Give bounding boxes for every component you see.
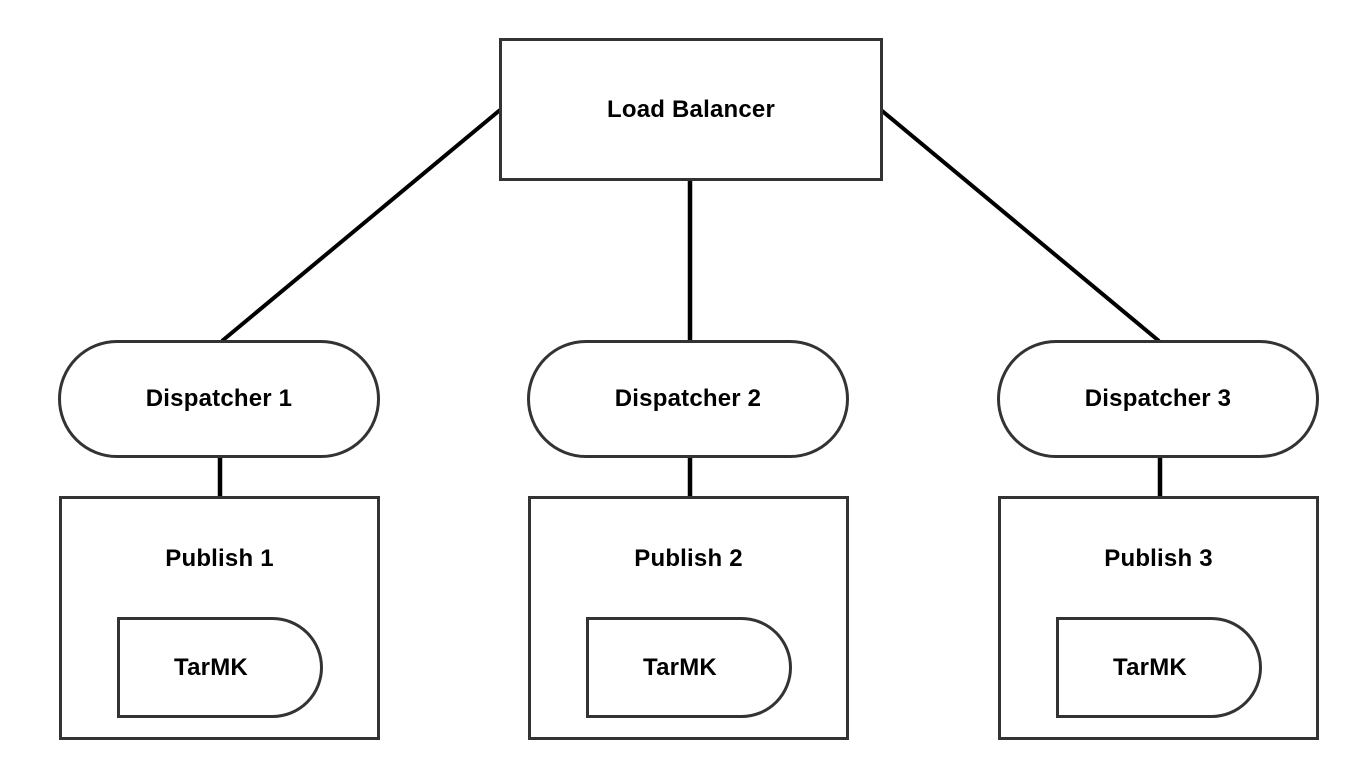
tarmk-3-node: TarMK — [1056, 617, 1262, 718]
edge-loadbalancer-dispatcher3 — [879, 108, 1161, 343]
tarmk-1-label: TarMK — [174, 653, 248, 681]
dispatcher-3-label: Dispatcher 3 — [1084, 385, 1232, 412]
publish-1-label: Publish 1 — [165, 545, 274, 572]
load-balancer-label: Load Balancer — [607, 95, 775, 123]
edge-loadbalancer-dispatcher1 — [220, 108, 502, 343]
dispatcher-1-label: Dispatcher 1 — [145, 385, 293, 412]
publish-2-label: Publish 2 — [634, 545, 743, 572]
publish-1-node: Publish 1 TarMK — [59, 496, 380, 740]
tarmk-2-node: TarMK — [586, 617, 792, 718]
dispatcher-2-label: Dispatcher 2 — [614, 385, 762, 412]
tarmk-2-label: TarMK — [643, 653, 717, 681]
tarmk-3-label: TarMK — [1113, 653, 1187, 681]
publish-3-node: Publish 3 TarMK — [998, 496, 1319, 740]
load-balancer-node: Load Balancer — [499, 38, 883, 181]
dispatcher-3-node: Dispatcher 3 — [997, 340, 1319, 458]
publish-3-label: Publish 3 — [1104, 545, 1213, 572]
dispatcher-2-node: Dispatcher 2 — [527, 340, 849, 458]
tarmk-1-node: TarMK — [117, 617, 323, 718]
publish-2-node: Publish 2 TarMK — [528, 496, 849, 740]
dispatcher-1-node: Dispatcher 1 — [58, 340, 380, 458]
